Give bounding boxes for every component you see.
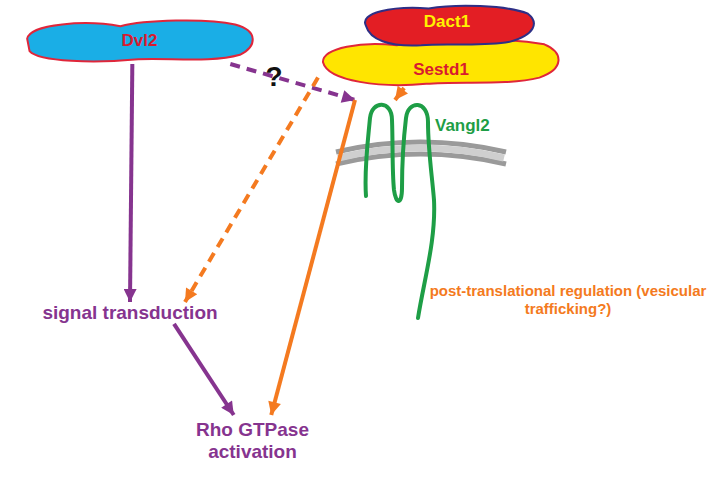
- annotation-text: post-translational regulation (vesicular…: [428, 282, 708, 318]
- dashed-arrow: [185, 78, 318, 302]
- solid-arrow: [130, 64, 132, 302]
- outcome-text: Rho GTPase activation: [190, 415, 315, 463]
- protein-blob: Dact1: [355, 4, 539, 48]
- node-label: Dvl2: [20, 31, 259, 51]
- solid-arrow: [395, 88, 404, 100]
- node-label: Rho GTPase activation: [190, 419, 315, 463]
- solid-arrow: [174, 324, 234, 415]
- question-mark: ?: [262, 60, 286, 94]
- membrane-core: [338, 148, 504, 158]
- node-label: Sestd1: [318, 60, 564, 80]
- node-label: signal transduction: [20, 302, 240, 324]
- node-label: Vangl2: [435, 116, 490, 136]
- process-text: signal transduction: [20, 302, 240, 324]
- vangl2-protein: [365, 105, 434, 318]
- protein-blob: Dvl2: [20, 18, 259, 64]
- solid-arrow: [271, 100, 355, 415]
- node-label: Dact1: [355, 12, 539, 32]
